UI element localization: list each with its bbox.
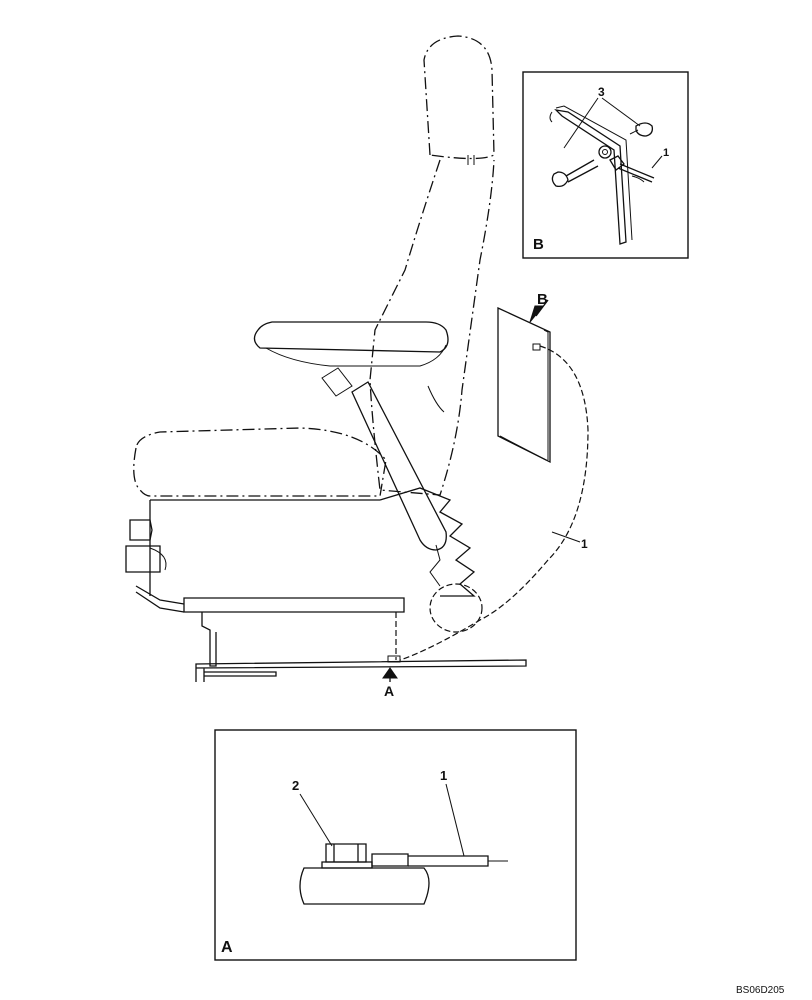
detail-b-nut <box>635 122 654 137</box>
knob-stem <box>149 547 167 571</box>
backrest-hinge <box>427 385 445 413</box>
detail-b-leader-3a <box>563 97 599 149</box>
rail-bracket <box>201 612 217 667</box>
compressor <box>429 583 483 633</box>
floor-plate <box>195 659 527 682</box>
headrest <box>423 35 495 160</box>
detail-b-leader-3b <box>601 97 641 127</box>
detail-a-cable <box>408 855 489 867</box>
panel-stud <box>532 343 541 351</box>
detail-a-washer <box>321 861 373 869</box>
side-strut <box>351 381 447 551</box>
svg-text:1: 1 <box>581 537 588 551</box>
detail-a-terminal <box>371 853 409 867</box>
detail-b-frame <box>522 71 689 259</box>
view-arrow-b: B <box>529 291 549 323</box>
drawing-code: BS06D205 <box>736 985 785 996</box>
detail-b-bracket-edge <box>555 105 633 241</box>
detail-a-plate <box>299 867 430 905</box>
detail-b-washer <box>598 145 612 159</box>
armrest-bracket <box>321 367 353 397</box>
detail-b-terminal <box>609 155 625 171</box>
detail-b-leader-1 <box>651 155 663 169</box>
view-arrow-a: A <box>382 667 398 699</box>
detail-a-box: 2 1 A <box>214 729 577 961</box>
cab-panel <box>497 306 551 464</box>
svg-text:A: A <box>384 683 394 699</box>
slide-lever <box>135 585 185 613</box>
detail-a-callout-2: 2 <box>292 778 299 793</box>
backrest <box>369 159 495 496</box>
svg-text:B: B <box>537 291 548 308</box>
ground-cable <box>399 345 589 661</box>
detail-b-callout-1: 1 <box>663 147 669 159</box>
detail-b-cable <box>617 163 655 183</box>
detail-b-box: 3 1 B <box>522 71 689 259</box>
detail-b-callout-3: 3 <box>598 85 605 99</box>
detail-a-bolt <box>325 843 367 863</box>
detail-a-title: A <box>221 939 233 956</box>
detail-b-bolt <box>551 159 599 188</box>
detail-a-leader-2 <box>299 793 333 847</box>
panel-edge <box>499 329 549 461</box>
suspension-bellows <box>149 487 476 597</box>
detail-b-bracket <box>554 109 627 245</box>
seat-assembly <box>125 35 527 682</box>
seat-cushion <box>133 427 387 497</box>
panel-plate <box>497 306 551 464</box>
headrest-post <box>467 155 475 165</box>
detail-a-callout-1: 1 <box>440 768 447 783</box>
front-adjust-knob <box>125 519 161 573</box>
ground-terminal <box>387 655 401 663</box>
detail-b-bracket-curl <box>549 111 553 123</box>
detail-a-leader-1 <box>445 783 465 857</box>
armrest <box>253 321 449 353</box>
bellows-fold <box>429 544 441 587</box>
detail-b-title: B <box>533 236 544 253</box>
armrest-lower <box>265 344 447 367</box>
detail-a-frame <box>214 729 577 961</box>
cable-callout: 1 <box>551 531 588 551</box>
base-frame <box>183 597 405 613</box>
